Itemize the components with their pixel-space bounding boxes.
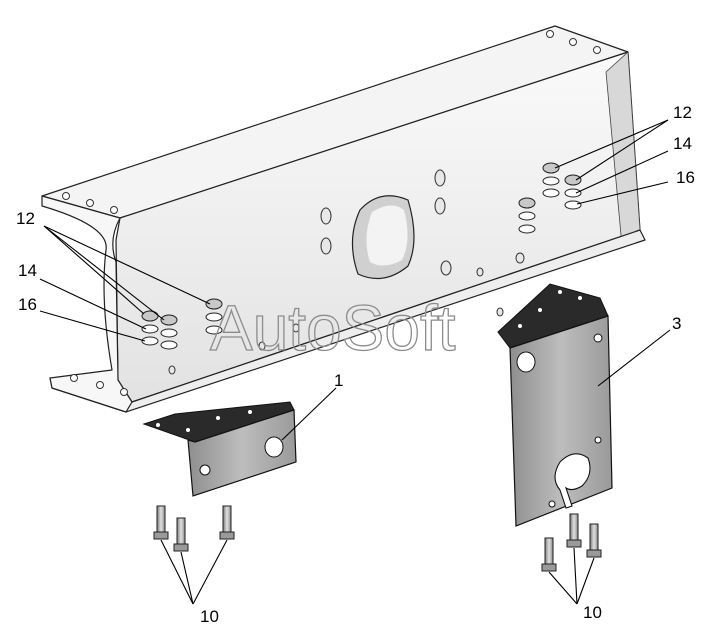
bolt-icon <box>566 513 582 548</box>
callout-washer-right: 16 <box>676 168 695 187</box>
callout-bracket-large: 3 <box>672 314 681 333</box>
watermark: AutoSoft <box>210 292 456 364</box>
bolt-icon <box>219 505 235 540</box>
washer-icon <box>141 336 159 346</box>
small-bracket-hole <box>199 464 211 476</box>
callout-bolts-right: 10 <box>583 603 602 622</box>
large-bracket-hole <box>593 333 603 343</box>
washer-icon <box>564 200 582 210</box>
bolt-icon <box>153 505 169 540</box>
callout-lock-washer-left: 14 <box>18 261 37 280</box>
nut-icon <box>160 314 178 326</box>
nut-icon <box>141 310 159 322</box>
bottom-flange-holes <box>70 374 128 396</box>
large-bracket <box>497 283 613 527</box>
left-bolts <box>153 505 235 552</box>
callout-lock-washer-right: 14 <box>673 134 692 153</box>
washer-icon <box>205 325 223 335</box>
washer-icon <box>542 188 560 198</box>
beam-opening-inner <box>366 205 408 266</box>
beam-left-profile <box>41 195 133 413</box>
large-bracket-hole <box>548 500 556 508</box>
bolt-icon <box>173 517 189 552</box>
nut-icon <box>542 162 560 174</box>
washer-icon <box>518 224 536 234</box>
left-hardware <box>141 298 223 350</box>
right-bolts <box>541 513 602 572</box>
small-bracket <box>142 401 297 497</box>
nut-icon <box>564 174 582 186</box>
callout-nut-left: 12 <box>16 209 35 228</box>
nut-icon <box>518 197 536 209</box>
nut-icon <box>205 298 223 310</box>
leader-lines <box>39 119 671 605</box>
large-bracket-hole <box>516 351 536 373</box>
small-bracket-hole <box>264 436 284 458</box>
lock-washer-icon <box>160 328 178 338</box>
callout-bolts-left: 10 <box>200 607 219 626</box>
lock-washer-icon <box>205 312 223 322</box>
large-bracket-top <box>497 283 609 349</box>
cross-member-beam <box>41 25 646 413</box>
bolt-icon <box>541 537 557 572</box>
small-bracket-face <box>187 409 297 497</box>
callout-washer-left: 16 <box>18 295 37 314</box>
lock-washer-icon <box>564 188 582 198</box>
callout-nut-right: 12 <box>673 103 692 122</box>
bolt-icon <box>586 523 602 558</box>
top-flange-holes <box>62 30 601 214</box>
large-bracket-slot <box>554 453 591 509</box>
lock-washer-icon <box>141 324 159 334</box>
lock-washer-icon <box>542 176 560 186</box>
right-hardware <box>518 162 582 234</box>
large-bracket-hole <box>594 436 602 444</box>
web-holes <box>168 169 525 375</box>
callout-bracket-small: 1 <box>334 371 343 390</box>
callout-labels: 12 14 16 12 14 16 1 3 10 10 <box>16 103 695 626</box>
lock-washer-icon <box>518 211 536 221</box>
small-bracket-top <box>142 401 295 443</box>
washer-icon <box>160 340 178 350</box>
